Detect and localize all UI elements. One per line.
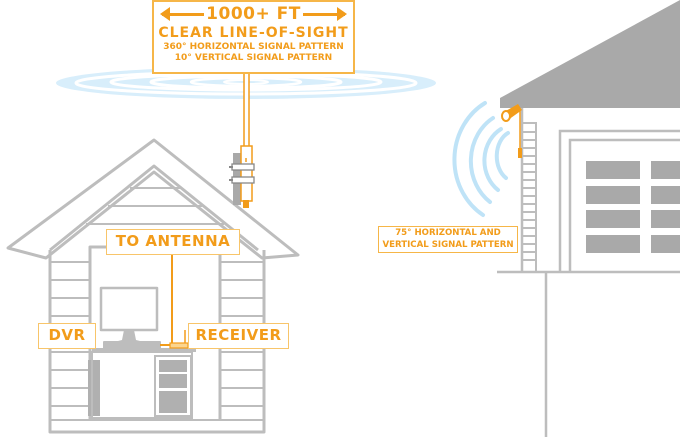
- signal-arc: [482, 127, 503, 192]
- arrow-right-icon: [302, 6, 347, 21]
- mount-clamp: [231, 163, 255, 171]
- roof-inner: [49, 164, 259, 252]
- garage-door-frame-inner: [568, 138, 680, 272]
- drawer: [159, 391, 187, 413]
- garage-door-frame-outer: [558, 129, 680, 272]
- garage-illustration: [497, 0, 680, 437]
- vertical-pattern-text: 10° VERTICAL SIGNAL PATTERN: [174, 53, 333, 63]
- receiver-cable: [160, 255, 189, 349]
- camera-pattern-line2: VERTICAL SIGNAL PATTERN: [382, 239, 514, 250]
- monitor-stand: [114, 330, 144, 342]
- mount-clamp: [231, 176, 255, 184]
- arrow-left-icon: [160, 6, 205, 21]
- camera: [501, 104, 522, 158]
- camera-spec-callout: 75° HORIZONTAL AND VERTICAL SIGNAL PATTE…: [378, 226, 518, 253]
- receiver-device: [169, 342, 189, 349]
- camera-pattern-line1: 75° HORIZONTAL AND: [395, 228, 501, 238]
- antenna-base: [240, 145, 253, 202]
- garage-roof: [500, 0, 680, 108]
- line-of-sight-text: CLEAR LINE-OF-SIGHT: [158, 25, 349, 41]
- dvr-label: DVR: [38, 323, 96, 349]
- drawer: [159, 360, 187, 372]
- signal-arc: [468, 116, 495, 204]
- roof-outer: [6, 138, 300, 260]
- receiver-label: RECEIVER: [188, 323, 289, 349]
- drawer: [159, 374, 187, 388]
- to-antenna-label: TO ANTENNA: [106, 229, 240, 255]
- signal-arc: [494, 131, 510, 180]
- camera-signal-arcs: [452, 101, 510, 217]
- signal-arc: [452, 101, 487, 217]
- desk-left-panel: [88, 360, 100, 416]
- camera-lens: [501, 110, 511, 122]
- range-text: 1000+ FT: [206, 4, 301, 24]
- monitor: [99, 286, 159, 332]
- home-illustration: [6, 138, 300, 434]
- dvr-device: [103, 341, 161, 349]
- horizontal-pattern-text: 360° HORIZONTAL SIGNAL PATTERN: [163, 42, 344, 52]
- desk-top: [92, 348, 196, 352]
- home-furniture: [88, 330, 196, 419]
- trim-ladder: [521, 122, 537, 273]
- antenna-spec-callout: 1000+ FT CLEAR LINE-OF-SIGHT 360° HORIZO…: [152, 0, 355, 74]
- garage-door-panels: [586, 161, 680, 253]
